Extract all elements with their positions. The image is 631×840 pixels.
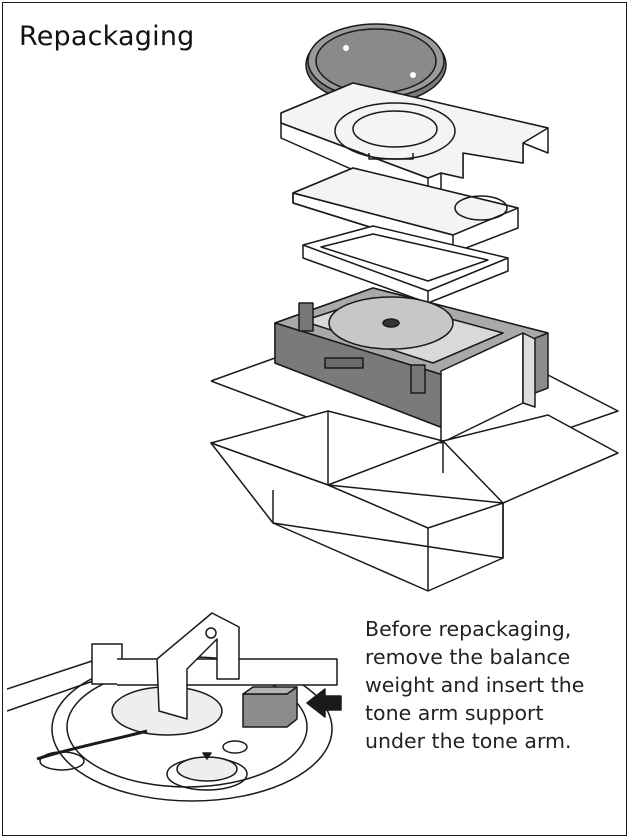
page-title: Repackaging bbox=[19, 21, 195, 52]
cardboard-box bbox=[210, 357, 619, 592]
instruction-line: Before repackaging, bbox=[365, 617, 572, 641]
instruction-line: tone arm support bbox=[365, 701, 544, 725]
cushion-base bbox=[274, 287, 549, 429]
headshell-lift bbox=[36, 729, 148, 761]
instruction-line: weight and insert the bbox=[365, 673, 585, 697]
instruction-text: Before repackaging, remove the balance w… bbox=[365, 615, 627, 755]
turntable-mat bbox=[305, 23, 447, 105]
support-arch bbox=[156, 612, 240, 720]
top-foam-layer bbox=[280, 82, 549, 209]
instruction-line: remove the balance bbox=[365, 645, 571, 669]
middle-foam-tray bbox=[292, 167, 519, 254]
tone-arm-support-card bbox=[440, 332, 536, 444]
tone-arm-support-block bbox=[242, 686, 298, 728]
instruction-line: under the tone arm. bbox=[365, 729, 572, 753]
insert-arrow-icon bbox=[306, 688, 342, 718]
packaging-illustration bbox=[210, 23, 619, 592]
tone-arm-detail-illustration bbox=[7, 612, 342, 802]
